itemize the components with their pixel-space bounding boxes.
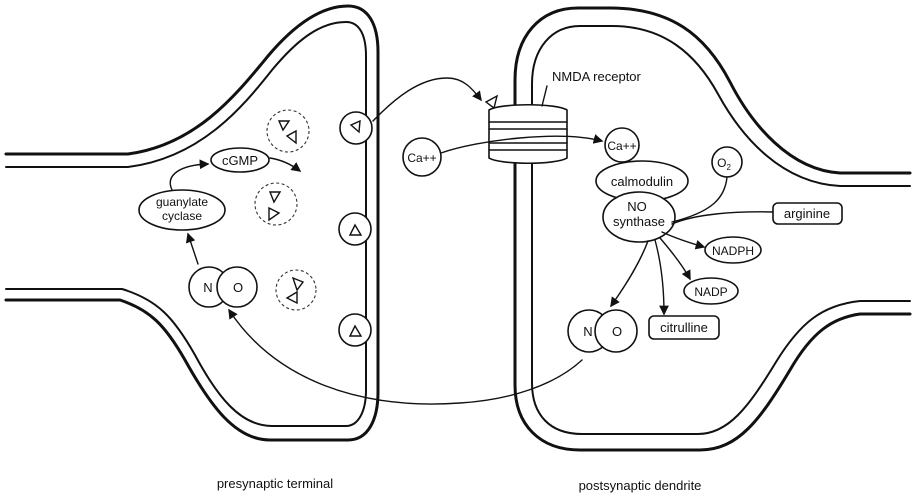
calcium-label-intracellular: Ca++ — [607, 139, 636, 153]
arginine: arginine — [773, 203, 842, 224]
release-site-1 — [340, 112, 372, 144]
citrulline-label: citrulline — [660, 320, 708, 335]
vesicles — [255, 110, 316, 310]
vesicle-2 — [255, 183, 297, 225]
nadp-label: NADP — [694, 285, 727, 299]
release-site-3 — [339, 314, 371, 346]
no-pre-n: N — [203, 280, 212, 295]
arrow-to-nadph — [662, 232, 704, 247]
no-pre-o: O — [233, 280, 243, 295]
vesicle-1 — [267, 110, 309, 152]
arrow-glutamate-to-receptor — [373, 78, 481, 121]
no-post-n: N — [583, 324, 592, 339]
arrow-to-citrulline — [655, 240, 664, 314]
calcium-label-extracellular: Ca++ — [407, 151, 436, 165]
caption-presynaptic-terminal: presynaptic terminal — [217, 476, 333, 491]
calcium-ion-intracellular: Ca++ — [605, 128, 639, 162]
nadph-label: NADPH — [712, 244, 754, 258]
caption-postsynaptic-dendrite: postsynaptic dendrite — [579, 478, 702, 493]
postsynaptic-membrane-inner — [532, 26, 910, 434]
no-synthase: NO synthase — [603, 192, 675, 242]
oxygen-label: O — [717, 156, 726, 170]
cgmp: cGMP — [211, 148, 269, 172]
release-site-2 — [339, 213, 371, 245]
arrow-to-nadp — [660, 238, 690, 279]
nadph: NADPH — [705, 237, 761, 263]
arrow-guanylate-to-cgmp — [170, 164, 208, 190]
no-synthase-label-line1: NO — [627, 199, 647, 214]
cgmp-label: cGMP — [222, 153, 258, 168]
nmda-receptor-label: NMDA receptor — [552, 69, 642, 84]
guanylate-cyclase: guanylate cyclase — [139, 190, 225, 230]
release-sites — [339, 112, 372, 346]
guanylate-cyclase-label-line2: cyclase — [162, 209, 202, 223]
citrulline: citrulline — [649, 316, 719, 339]
nitric-oxide-postsynaptic: N O — [568, 310, 637, 352]
no-synthase-label-line2: synthase — [613, 214, 665, 229]
arrow-to-nitric-oxide — [611, 241, 648, 306]
oxygen-subscript: 2 — [726, 163, 731, 172]
calmodulin-label: calmodulin — [611, 174, 673, 189]
arrow-no-diffusion-retrograde — [229, 310, 582, 404]
nadp: NADP — [684, 278, 738, 304]
arginine-label: arginine — [784, 206, 830, 221]
oxygen-molecule: O2 — [712, 147, 742, 177]
vesicle-3 — [276, 270, 316, 310]
arrow-no-to-guanylate — [188, 234, 198, 264]
calcium-ion-extracellular: Ca++ — [403, 138, 441, 176]
nitric-oxide-presynaptic: N O — [189, 267, 257, 307]
guanylate-cyclase-label-line1: guanylate — [156, 195, 208, 209]
arrow-cgmp-to-membrane — [270, 158, 300, 171]
pathway-arrows — [170, 78, 773, 404]
no-post-o: O — [612, 324, 622, 339]
glutamate-molecule — [486, 96, 497, 108]
